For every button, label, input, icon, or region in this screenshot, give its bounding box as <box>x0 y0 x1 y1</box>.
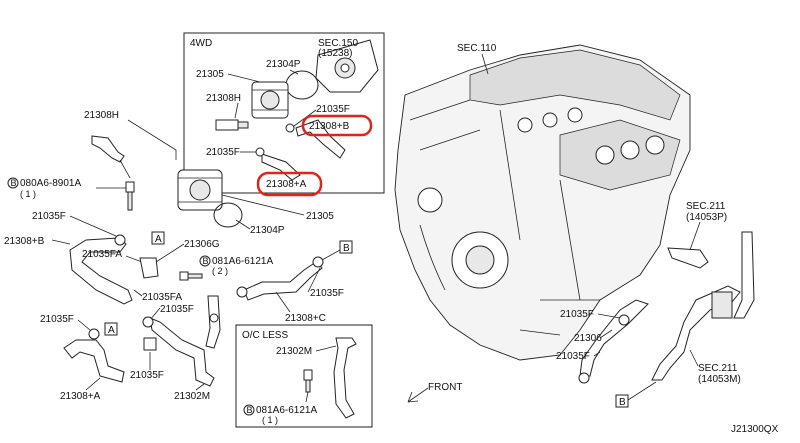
clamp-21035f-g <box>578 372 590 384</box>
label-21308b-box: 21308+B <box>309 121 350 132</box>
label-21035fa-a: 21035FA <box>82 249 122 260</box>
hose-21308a <box>63 339 125 383</box>
label-21035f-b: 21035F <box>160 304 194 315</box>
label-21035f-a: 21035F <box>32 211 66 222</box>
bolt-8901a <box>125 181 135 211</box>
oil-cooler-4wd <box>251 81 289 119</box>
hose-21308a-box <box>261 153 301 181</box>
connector-21308h-box <box>215 119 249 131</box>
label-21308a-box: 21308+A <box>266 179 307 190</box>
hose-21306 <box>579 299 649 377</box>
label-21308h: 21308H <box>84 110 119 121</box>
label-sec150: SEC.150 <box>318 38 358 49</box>
label-21304p-mid: 21304P <box>250 225 285 236</box>
label-21306: 21306 <box>574 333 602 344</box>
clip-21035f-e <box>143 337 157 351</box>
hose-21308b-box <box>295 119 346 159</box>
box-oc-less <box>235 324 373 428</box>
hose-21308c <box>243 261 323 301</box>
label-bolt-8901a-qty: ( 1 ) <box>20 189 36 199</box>
label-21035f-c: 21035F <box>310 288 344 299</box>
engine-illustration <box>394 44 691 361</box>
bolt-circle-6121a-oc <box>243 404 255 416</box>
label-sec211-a: SEC.211 <box>686 201 726 212</box>
label-21308h-box: 21308H <box>206 93 241 104</box>
ref-b-bottom: B <box>619 397 626 408</box>
pipe-sec211-14053m <box>651 285 741 381</box>
bolt-circle-6121a-letter: B <box>203 256 209 266</box>
label-sec211-b-sub: (14053M) <box>698 374 741 385</box>
clamp-21035f-d <box>312 256 324 268</box>
label-21305-mid: 21305 <box>306 211 334 222</box>
label-21308b: 21308+B <box>4 236 45 247</box>
ref-box-a-bottom <box>104 322 118 336</box>
hose-21302m-oc <box>333 337 357 419</box>
oil-cooler-main <box>177 169 223 211</box>
label-21035f-box-l: 21035F <box>206 147 240 158</box>
label-21302m: 21302M <box>174 391 210 402</box>
label-sec110: SEC.110 <box>457 43 497 54</box>
label-21035f-d: 21035F <box>40 314 74 325</box>
clamp-21302m <box>209 313 219 323</box>
ref-box-a-top <box>151 231 165 245</box>
ref-box-b-top <box>339 240 353 254</box>
clamp-21035f-c <box>236 286 248 298</box>
label-bolt-6121a: 081A6-6121A <box>212 256 273 267</box>
box-oc-less-title: O/C LESS <box>242 330 288 341</box>
label-21302m-oc: 21302M <box>276 346 312 357</box>
label-21304p-top: 21304P <box>266 59 301 70</box>
bolt-6121a <box>179 271 203 281</box>
pipe-sec211-14053p <box>667 231 755 319</box>
ref-a-bottom: A <box>108 325 115 336</box>
oil-cooler-housing <box>315 39 379 93</box>
label-21308c: 21308+C <box>285 313 326 324</box>
label-21308a: 21308+A <box>60 391 101 402</box>
ref-a-top: A <box>155 234 162 245</box>
box-4wd-title: 4WD <box>190 38 212 49</box>
diagram-code: J21300QX <box>731 424 779 435</box>
box-4wd <box>183 32 385 194</box>
bolt-6121a-oc <box>303 369 313 393</box>
label-21035f-g: 21035F <box>556 351 590 362</box>
ref-b-top: B <box>343 243 350 254</box>
connector-21308h <box>91 135 125 163</box>
label-bolt-6121a-oc-qty: ( 1 ) <box>262 415 278 425</box>
label-bolt-6121a-oc: 081A6-6121A <box>256 405 317 416</box>
label-sec211-b: SEC.211 <box>698 363 738 374</box>
bolt-circle-6121a <box>199 255 211 267</box>
bolt-circle-8901a-letter: B <box>11 178 17 188</box>
label-sec211-a-sub: (14053P) <box>686 212 727 223</box>
clamp-21035f-f <box>618 314 630 326</box>
hose-21308b <box>69 237 133 305</box>
o-ring-mid <box>213 202 243 228</box>
clamp-box-l <box>255 147 265 157</box>
highlight-21308a <box>256 171 323 197</box>
clamp-21035f-a <box>114 234 126 246</box>
ref-box-b-bottom <box>615 394 629 408</box>
clamp-21035f-b <box>142 316 154 328</box>
label-21035f-box-r: 21035F <box>316 104 350 115</box>
clamp-21035f-d-icon <box>88 328 100 340</box>
label-bolt-8901a: 080A6-8901A <box>20 178 81 189</box>
o-ring-top <box>285 70 319 100</box>
label-21306g: 21306G <box>184 239 220 250</box>
label-21035f-e: 21035F <box>130 370 164 381</box>
label-21305-top: 21305 <box>196 69 224 80</box>
highlight-21308b <box>301 114 373 137</box>
label-21035f-f: 21035F <box>560 309 594 320</box>
label-sec150-sub: (15238) <box>318 48 352 59</box>
label-bolt-6121a-qty: ( 2 ) <box>212 266 228 276</box>
clamp-box-r <box>285 123 295 133</box>
label-front: FRONT <box>428 382 462 393</box>
front-arrow-icon <box>407 387 429 403</box>
bolt-circle-8901a <box>7 177 19 189</box>
label-21035fa-b: 21035FA <box>142 292 182 303</box>
bolt-circle-6121a-oc-letter: B <box>247 405 253 415</box>
bracket-21306g <box>139 257 159 279</box>
